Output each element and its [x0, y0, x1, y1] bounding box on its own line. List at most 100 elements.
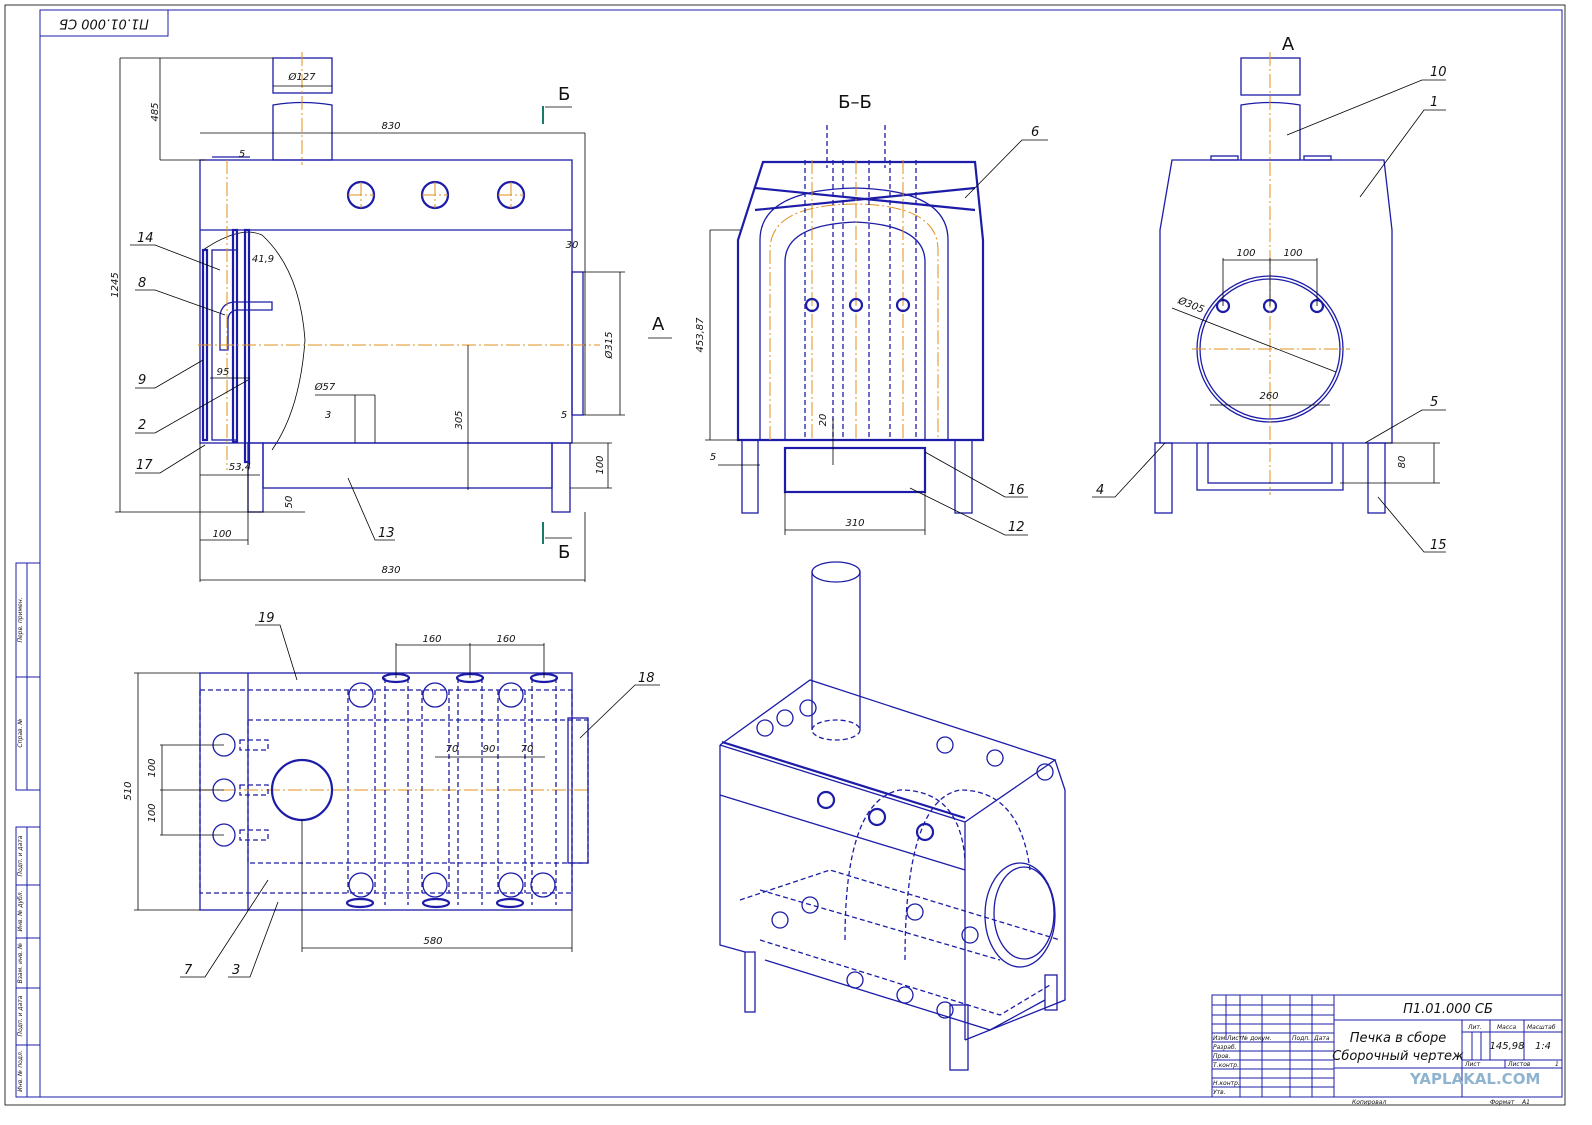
dimension-label: 100: [147, 803, 158, 822]
section-view-b-b: Б–Б 453,87 20 5 310 6 16 12: [695, 92, 1048, 536]
margin-label: Перв. примен.: [17, 597, 24, 642]
section-mark: Б: [558, 542, 570, 563]
title-block: Изм. Лист № докум. Подп. Дата Разраб. Пр…: [1211, 994, 1563, 1106]
tb-name: Печка в сборе: [1350, 1031, 1447, 1046]
tb-label: Масса: [1497, 1024, 1516, 1031]
dimension-label: 830: [381, 121, 400, 132]
dimension-label: 260: [1259, 391, 1278, 402]
dimension-label: 100: [1236, 248, 1255, 259]
left-margin-strip: Перв. примен. Справ. № Подп. и дата Инв.…: [15, 562, 41, 1098]
part-number-leader: 12: [1008, 520, 1025, 535]
part-number-leader: 13: [378, 526, 395, 541]
margin-label: Подп. и дата: [17, 835, 24, 876]
part-number-leader: 2: [138, 418, 146, 433]
tb-copied: Копировал: [1352, 1099, 1386, 1106]
margin-label: Справ. №: [17, 718, 24, 747]
sheet-outer-border: [4, 4, 1566, 1106]
tb-format: А1: [1521, 1099, 1530, 1106]
door-flange: [571, 271, 584, 416]
view-title: Б–Б: [838, 92, 872, 113]
dimension-label: 95: [217, 367, 230, 378]
tb-header: Изм.: [1213, 1035, 1227, 1042]
dimension-label: 305: [454, 410, 465, 429]
dimension-label: 53,4: [229, 462, 251, 473]
part-number-leader: 1: [1430, 95, 1438, 110]
leg: [741, 439, 759, 514]
plan-view: 160 160 510 100 100 70 90 70 580 19 18 7…: [123, 611, 660, 978]
dimension-label: 5: [710, 452, 716, 463]
part-number-leader: 18: [638, 671, 655, 686]
dimension-label: 100: [147, 758, 158, 777]
tb-label: Масштаб: [1527, 1024, 1556, 1031]
dimension-label: 5: [239, 149, 245, 160]
dimension-label: 30: [566, 240, 579, 251]
tb-role: Разраб.: [1213, 1044, 1237, 1051]
dimension-label: Ø315: [603, 332, 615, 360]
watermark: YAPLAKAL.COM: [1409, 1070, 1540, 1088]
dimension-label: 80: [1397, 456, 1408, 469]
tb-mass: 145,98: [1490, 1041, 1525, 1052]
dimension-label: 160: [496, 634, 515, 645]
leg: [1154, 442, 1173, 514]
dimension-label: 3: [325, 410, 331, 421]
part-number-leader: 15: [1430, 538, 1447, 553]
tb-header: Дата: [1313, 1035, 1330, 1042]
view-a: А 100 100 Ø305 260 80 10 1 5 4 15: [1092, 34, 1447, 553]
dimension-label: Ø305: [1175, 294, 1205, 316]
part-number-leader: 10: [1430, 65, 1447, 80]
tb-role: Т.контр.: [1213, 1062, 1239, 1069]
part-number-leader: 4: [1096, 483, 1104, 498]
tb-header: Подп.: [1292, 1035, 1310, 1042]
dimension-label: 485: [150, 102, 161, 121]
margin-label: Подп. и дата: [17, 995, 24, 1036]
dimension-label: 310: [845, 518, 864, 529]
tb-designation: П1.01.000 СБ: [1403, 1002, 1493, 1017]
tb-format-label: Формат: [1490, 1099, 1515, 1106]
dimension-label: 100: [1283, 248, 1302, 259]
part-number-leader: 16: [1008, 483, 1025, 498]
tb-role: Утв.: [1213, 1089, 1226, 1096]
dimension-label: 100: [595, 455, 606, 474]
margin-label: Инв. № дубл.: [17, 890, 24, 931]
dimension-label: 50: [284, 496, 295, 509]
part-number-leader: 19: [258, 611, 275, 626]
dimension-label: 1245: [110, 272, 121, 297]
part-number-leader: 3: [232, 963, 240, 978]
tb-label: Лит.: [1467, 1024, 1482, 1031]
dimension-label: 160: [422, 634, 441, 645]
dimension-label: Ø127: [288, 71, 317, 83]
leg: [551, 442, 571, 513]
section-body: [736, 160, 985, 442]
dimension-label: 510: [123, 781, 134, 800]
margin-label: Взам. инв. №: [17, 943, 24, 984]
tb-header: № докум.: [1241, 1035, 1272, 1042]
margin-label: Инв. № подл.: [17, 1050, 24, 1091]
dimension-label: 70: [446, 744, 459, 755]
iso-door: [984, 862, 1056, 968]
dimension-label: 580: [423, 936, 442, 947]
stamp-text: П1.01.000 СБ: [59, 16, 149, 31]
dimension-label: 41,9: [252, 254, 274, 265]
section-mark: Б: [558, 84, 570, 105]
rotated-designation-stamp: П1.01.000 СБ: [39, 9, 169, 37]
iso-front-face: [719, 744, 966, 1040]
leg: [954, 439, 973, 514]
tb-role: Пров.: [1213, 1053, 1231, 1060]
front-view: Ø127 485 830 5 1245 30 41,9 Ø315 95 Ø57 …: [110, 52, 672, 582]
ash-box-13: [262, 442, 553, 489]
view-title: А: [1282, 34, 1295, 55]
part-number-leader: 5: [1430, 395, 1438, 410]
ash-box: [783, 446, 927, 494]
iso-side-face: [964, 759, 1066, 1041]
part-number-leader: 8: [138, 276, 146, 291]
dimension-label: 90: [483, 744, 496, 755]
view-arrow-label: А: [652, 314, 665, 335]
leg: [1367, 442, 1386, 514]
tb-header: Лист: [1226, 1035, 1243, 1042]
tb-role: Н.контр.: [1213, 1080, 1240, 1087]
dimension-label: 453,87: [695, 317, 706, 353]
tb-label: Листов: [1507, 1061, 1531, 1068]
sheet-frame: [39, 9, 1563, 1098]
part-number-leader: 14: [137, 231, 154, 246]
